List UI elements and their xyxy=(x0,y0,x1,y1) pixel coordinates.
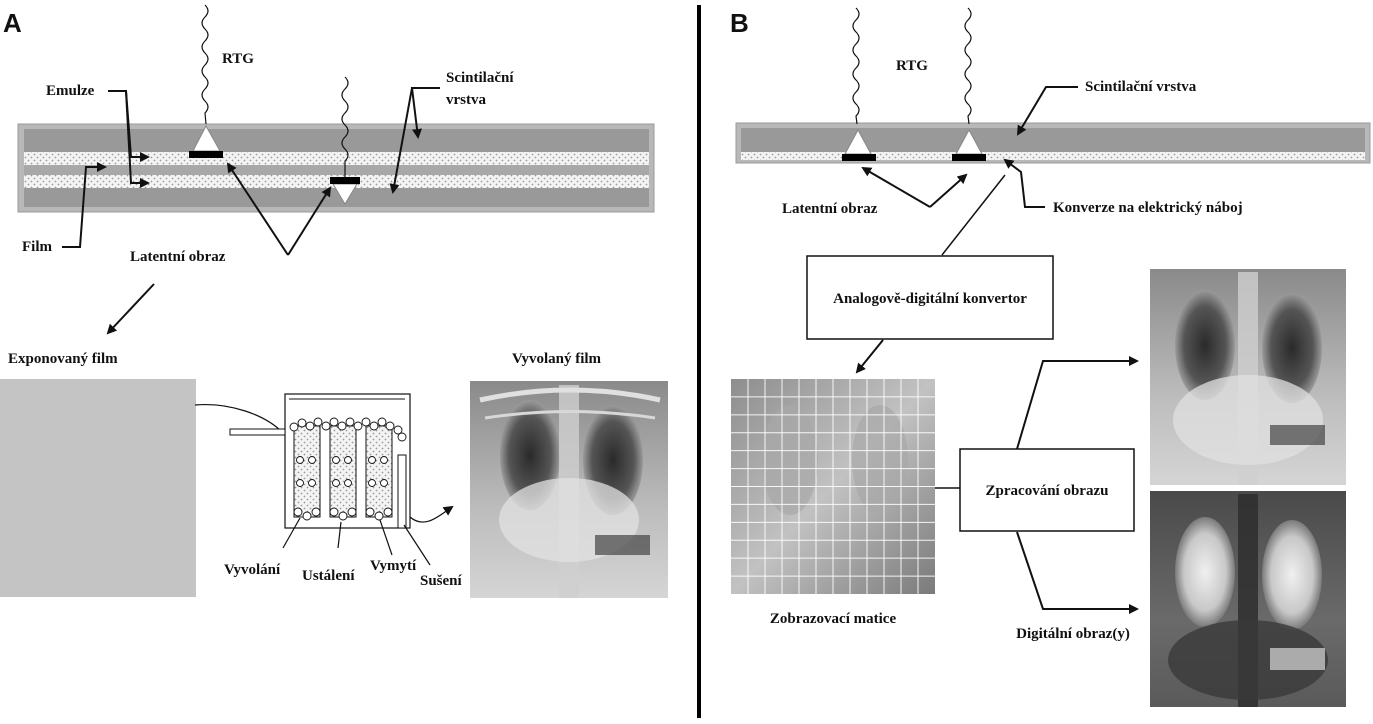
label-exposed-film: Exponovaný film xyxy=(8,351,118,367)
digital-xray-image-2 xyxy=(1150,491,1346,707)
label-scint-2: vrstva xyxy=(446,92,486,108)
arrow-film xyxy=(62,162,107,248)
arrow-latent-b-1 xyxy=(861,166,931,208)
arrow-to-exposed xyxy=(106,283,155,335)
xray-wave-icon xyxy=(852,7,860,125)
adc-box xyxy=(806,255,1054,340)
label-rtg-b: RTG xyxy=(896,58,928,74)
connector-to-adc xyxy=(941,174,1006,256)
xray-wave-icon xyxy=(341,76,349,178)
label-adc: Analogově-digitální konvertor xyxy=(833,291,1027,307)
display-matrix xyxy=(731,379,935,594)
xray-wave-icon xyxy=(201,4,209,125)
label-scint-b: Scintilační vrstva xyxy=(1085,79,1197,95)
panel-b-letter: B xyxy=(730,8,749,38)
panel-a-letter: A xyxy=(3,8,22,38)
latent-image-bar xyxy=(842,154,876,161)
label-digitalni: Digitální obraz(y) xyxy=(1016,626,1130,642)
label-developed-film: Vyvolaný film xyxy=(512,351,602,367)
label-suseni: Sušení xyxy=(420,573,463,589)
xray-wave-icon xyxy=(964,7,972,125)
label-matice: Zobrazovací matice xyxy=(770,611,897,627)
arrow-scint-b xyxy=(1016,86,1078,136)
latent-image-bar xyxy=(189,151,223,158)
digital-xray-image-1 xyxy=(1150,269,1346,485)
label-vyvolani: Vyvolání xyxy=(224,562,281,578)
label-rtg: RTG xyxy=(222,51,254,67)
chest-xray-image xyxy=(470,381,668,598)
exposed-film-sheet xyxy=(0,379,196,597)
label-film: Film xyxy=(22,239,52,255)
arrow-latent-b-2 xyxy=(929,173,968,208)
developer-tank xyxy=(194,393,454,566)
label-zpracovani: Zpracování obrazu xyxy=(986,483,1109,499)
panel-a: A RTG Emulze Scintilační vrstva Film Lat… xyxy=(0,4,668,598)
label-vymyti: Vymytí xyxy=(370,558,417,574)
label-emulze: Emulze xyxy=(46,83,95,99)
label-latent-b: Latentní obraz xyxy=(782,201,878,217)
arrow-konverze xyxy=(1003,158,1045,208)
label-scint-1: Scintilační xyxy=(446,70,514,86)
arrow-emulze-2 xyxy=(125,90,150,188)
arrow-latent-1 xyxy=(226,162,289,256)
arrow-latent-2 xyxy=(287,186,332,256)
panel-b: B RTG Scintilační vrstva Latentní obraz … xyxy=(730,7,1371,707)
detector-layers xyxy=(735,122,1371,164)
label-latent: Latentní obraz xyxy=(130,249,226,265)
label-ustaleni: Ustálení xyxy=(302,568,355,584)
matrix-grid xyxy=(731,379,935,594)
arrow-adc-to-matrix xyxy=(855,339,884,374)
arrow-to-image-2 xyxy=(1016,531,1139,614)
processing-box xyxy=(959,448,1135,532)
arrow-scint-2 xyxy=(389,87,413,194)
film-layers xyxy=(17,123,655,213)
arrow-to-image-1 xyxy=(1016,356,1139,450)
latent-image-bar xyxy=(330,177,360,184)
label-konverze: Konverze na elektrický náboj xyxy=(1053,200,1243,216)
latent-image-bar xyxy=(952,154,986,161)
